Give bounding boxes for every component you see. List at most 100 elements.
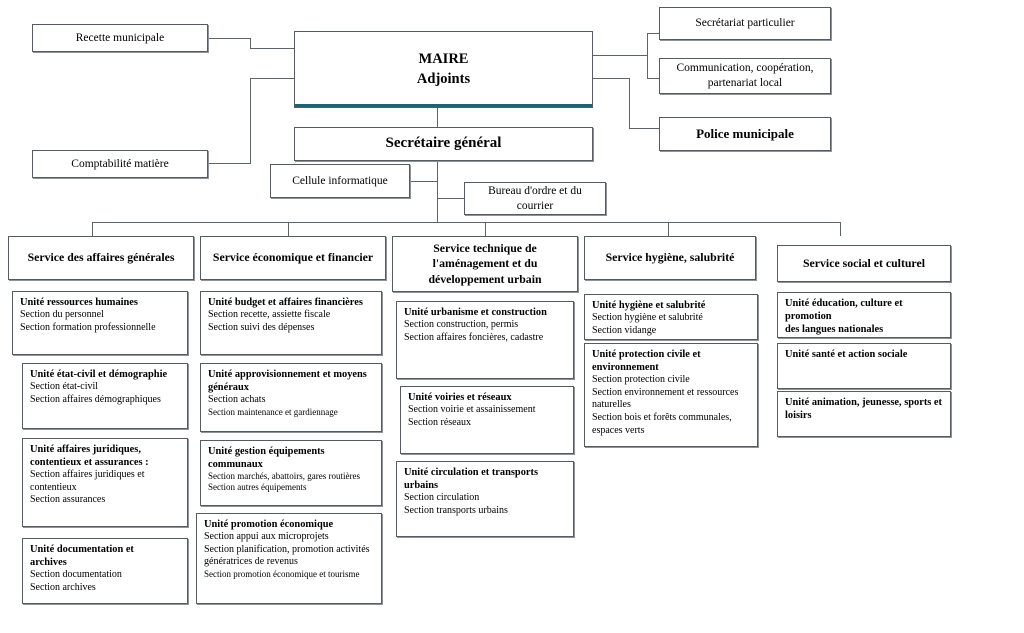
service-bus-horizontal: [92, 222, 840, 223]
unit-title-line-2: environnement: [592, 362, 659, 373]
connector-sg-spine: [437, 161, 438, 223]
box-maire-adjoints[interactable]: MAIRE Adjoints: [294, 31, 593, 108]
connector-police-h1: [593, 78, 630, 79]
unit-title-line-2: contentieux et assurances :: [30, 457, 149, 468]
box-cellule-informatique[interactable]: Cellule informatique: [270, 164, 410, 198]
unit-urbanisme-construction[interactable]: Unité urbanisme et construction Section …: [396, 301, 574, 379]
connector-police-v: [629, 78, 630, 129]
unit-budget-affaires-financieres[interactable]: Unité budget et affaires financières Sec…: [200, 291, 382, 355]
unit-text: Unité santé et action sociale: [778, 344, 950, 365]
unit-circulation-transports-urbains[interactable]: Unité circulation et transports urbains …: [396, 461, 574, 537]
secretaire-general-label: Secrétaire général: [385, 135, 502, 152]
unit-approvisionnement-moyens-generaux[interactable]: Unité approvisionnement et moyens généra…: [200, 363, 382, 432]
unit-voiries-reseaux[interactable]: Unité voiries et réseaux Section voirie …: [400, 386, 574, 454]
connector-bureau-h: [437, 198, 464, 199]
unit-section: Section affaires foncières, cadastre: [404, 331, 544, 343]
unit-title: Unité santé et action sociale: [785, 349, 908, 360]
service-header-social-culturel[interactable]: Service social et culturel: [777, 245, 951, 282]
unit-title: Unité ressources humaines: [20, 297, 138, 308]
unit-section: Section protection civile: [592, 374, 690, 385]
unit-text: Unité protection civile et environnement…: [585, 344, 757, 441]
unit-section: Section du personnel: [20, 309, 104, 320]
unit-title: Unité hygiène et salubrité: [592, 300, 706, 311]
unit-section: Section affaires démographiques: [30, 393, 161, 405]
unit-text: Unité ressources humaines Section du per…: [13, 292, 187, 338]
box-police-municipale[interactable]: Police municipale: [659, 117, 831, 151]
box-secretaire-general[interactable]: Secrétaire général: [294, 127, 593, 161]
maire-accent-bar: [295, 104, 592, 107]
unit-title-line-1: Unité circulation et transports: [404, 467, 539, 478]
connector-communication-h: [647, 78, 660, 79]
unit-section: Section vidange: [592, 324, 657, 336]
unit-protection-civile-environnement[interactable]: Unité protection civile et environnement…: [584, 343, 758, 447]
box-secretariat-particulier[interactable]: Secrétariat particulier: [659, 7, 831, 40]
box-recette-municipale[interactable]: Recette municipale: [32, 24, 208, 52]
unit-hygiene-salubrite[interactable]: Unité hygiène et salubrité Section hygiè…: [584, 294, 758, 340]
unit-animation-jeunesse-sports[interactable]: Unité animation, jeunesse, sports et loi…: [777, 391, 951, 437]
unit-text: Unité voiries et réseaux Section voirie …: [401, 387, 573, 433]
bureau-ordre-courrier-label: Bureau d'ordre et du courrier: [488, 184, 582, 212]
service-header-line-2: l'aménagement et du: [432, 256, 538, 271]
police-municipale-label: Police municipale: [696, 125, 794, 141]
service-header-technique-urbain[interactable]: Service technique de l'aménagement et du…: [392, 236, 578, 292]
unit-title: Unité promotion économique: [204, 519, 334, 530]
unit-section: Section voirie et assainissement: [408, 404, 536, 415]
box-communication-cooperation[interactable]: Communication, coopération, partenariat …: [659, 58, 831, 94]
service-header-line-1: Service technique de: [433, 240, 537, 255]
connector-secretariat-h: [647, 33, 660, 34]
secretariat-particulier-label: Secrétariat particulier: [695, 17, 795, 30]
unit-section: Section autres équipements: [208, 482, 307, 493]
unit-text: Unité gestion équipements communaux Sect…: [201, 441, 381, 498]
unit-text: Unité affaires juridiques, contentieux e…: [23, 439, 187, 511]
service-header-hygiene-salubrite[interactable]: Service hygiène, salubrité: [584, 236, 756, 280]
unit-gestion-equipements-communaux[interactable]: Unité gestion équipements communaux Sect…: [200, 440, 382, 506]
unit-text: Unité urbanisme et construction Section …: [397, 302, 573, 348]
connector-right-h-main: [593, 55, 648, 56]
unit-section: Section appui aux microprojets: [204, 531, 329, 542]
connector-recette-h2: [250, 48, 295, 49]
connector-comptabilite-h2: [250, 78, 295, 79]
adjoints-title: Adjoints: [416, 70, 471, 87]
unit-section: Section recette, assiette fiscale: [208, 309, 331, 320]
unit-title-line-1: Unité documentation et: [30, 544, 134, 555]
unit-title-line-1: Unité protection civile et: [592, 349, 701, 360]
unit-promotion-economique[interactable]: Unité promotion économique Section appui…: [196, 513, 382, 604]
unit-section: Section affaires juridiques et contentie…: [30, 469, 145, 493]
unit-title-line-2: archives: [30, 557, 67, 568]
service-header-label-group: Service technique de l'aménagement et du…: [393, 237, 577, 291]
service-header-affaires-generales[interactable]: Service des affaires générales: [8, 236, 194, 280]
unit-etat-civil-demographie[interactable]: Unité état-civil et démographie Section …: [22, 363, 188, 429]
maire-label-group: MAIRE Adjoints: [295, 32, 592, 107]
unit-ressources-humaines[interactable]: Unité ressources humaines Section du per…: [12, 291, 188, 355]
service-header-economique-financier[interactable]: Service économique et financier: [200, 236, 386, 280]
unit-documentation-archives[interactable]: Unité documentation et archives Section …: [22, 538, 188, 604]
unit-section: Section circulation: [404, 492, 480, 503]
unit-section: Section documentation: [30, 569, 122, 580]
cellule-informatique-label: Cellule informatique: [292, 174, 388, 187]
unit-section: Section marchés, abattoirs, gares routiè…: [208, 471, 360, 481]
connector-police-h2: [629, 128, 660, 129]
unit-text: Unité circulation et transports urbains …: [397, 462, 573, 521]
communication-label-group: Communication, coopération, partenariat …: [660, 59, 830, 93]
box-comptabilite-matiere[interactable]: Comptabilité matière: [32, 150, 208, 178]
unit-sante-action-sociale[interactable]: Unité santé et action sociale: [777, 343, 951, 389]
service-drop-1: [92, 222, 93, 236]
unit-title-line-1: Unité animation, jeunesse, sports et: [785, 397, 943, 408]
unit-section: Section archives: [30, 581, 96, 593]
unit-title: Unité voiries et réseaux: [408, 392, 512, 403]
unit-section: Section suivi des dépenses: [208, 321, 315, 333]
unit-section: Section assurances: [30, 494, 106, 506]
unit-title: Unité budget et affaires financières: [208, 297, 363, 308]
box-bureau-ordre-courrier[interactable]: Bureau d'ordre et du courrier: [464, 182, 606, 215]
unit-title-line-2: des langues nationales: [785, 324, 884, 335]
service-header-label: Service hygiène, salubrité: [605, 250, 735, 265]
connector-comptabilite-h1: [208, 163, 250, 164]
unit-section: Section construction, permis: [404, 319, 519, 330]
communication-line-2: partenariat local: [707, 77, 783, 89]
service-header-line-3: développement urbain: [428, 271, 542, 286]
unit-education-culture-langues[interactable]: Unité éducation, culture et promotion de…: [777, 292, 951, 338]
unit-title-line-2: urbains: [404, 480, 439, 491]
service-drop-4: [668, 222, 669, 236]
connector-right-v-bus: [647, 33, 648, 79]
unit-affaires-juridiques[interactable]: Unité affaires juridiques, contentieux e…: [22, 438, 188, 527]
